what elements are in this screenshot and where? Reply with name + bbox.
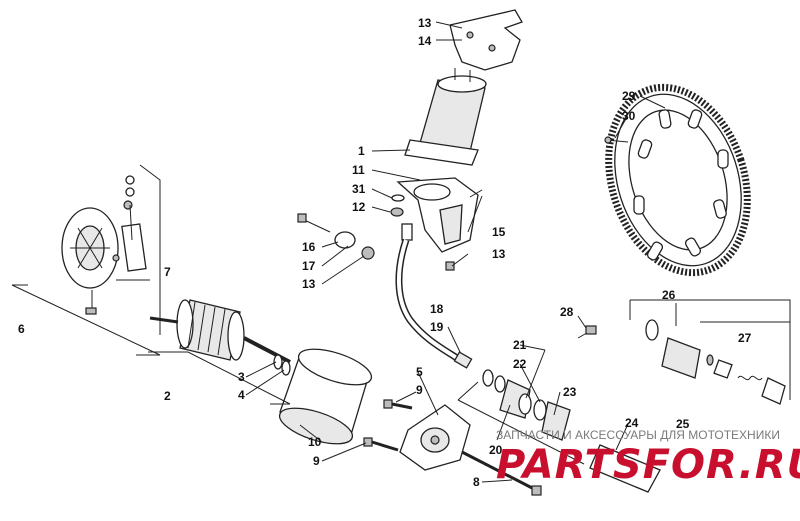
callout-21: 21 <box>513 338 527 352</box>
callout-1: 1 <box>358 144 365 158</box>
callout-29: 29 <box>622 89 636 103</box>
washer-31 <box>391 194 405 202</box>
group-lines <box>11 164 791 465</box>
armature <box>149 299 291 364</box>
callout-27: 27 <box>738 331 752 345</box>
callout-18: 18 <box>430 302 444 316</box>
callout-25: 25 <box>676 417 690 431</box>
washer-4 <box>281 360 291 376</box>
callout-labels: 13 14 1 11 31 12 15 13 16 17 13 18 19 28… <box>18 16 752 489</box>
callout-26: 26 <box>662 288 676 302</box>
callout-7: 7 <box>164 265 171 279</box>
leader-lines <box>116 21 677 483</box>
callout-3: 3 <box>238 370 245 384</box>
callout-13-top: 13 <box>418 16 432 30</box>
drive-assembly <box>645 319 786 405</box>
callout-24: 24 <box>625 416 639 430</box>
ring-gear <box>605 83 751 277</box>
drive-parts <box>482 325 661 493</box>
callout-31: 31 <box>352 182 366 196</box>
callout-8: 8 <box>473 475 480 489</box>
callout-14: 14 <box>418 34 432 48</box>
watermark-caption: ЗАПЧАСТИ И АКСЕССУАРЫ ДЛЯ МОТОТЕХНИКИ <box>496 428 780 442</box>
callout-9-lower: 9 <box>313 454 320 468</box>
starter-cable <box>395 223 473 369</box>
callout-2: 2 <box>164 389 171 403</box>
callout-6: 6 <box>18 322 25 336</box>
through-bolt-8 <box>461 450 542 496</box>
callout-23: 23 <box>563 385 577 399</box>
watermark: ЗАПЧАСТИ И АКСЕССУАРЫ ДЛЯ МОТОТЕХНИКИ PA… <box>496 428 800 488</box>
callout-13-right: 13 <box>492 247 506 261</box>
end-cover <box>399 404 471 471</box>
callout-22: 22 <box>513 357 527 371</box>
mount-plate <box>396 177 483 253</box>
nut-12 <box>390 207 404 217</box>
callout-12: 12 <box>352 200 366 214</box>
mount-bracket <box>449 9 523 71</box>
callout-11: 11 <box>352 163 365 177</box>
screw-9-lower <box>363 437 399 452</box>
callout-10: 10 <box>308 435 322 449</box>
washer-3 <box>273 354 283 370</box>
callout-15: 15 <box>492 225 506 239</box>
motor-housing <box>278 348 373 445</box>
starter-motor <box>404 68 487 166</box>
watermark-logo: PARTSFOR.RU <box>496 442 800 488</box>
nut-13 <box>445 261 455 271</box>
callout-13-left: 13 <box>302 277 316 291</box>
screw-30 <box>604 136 629 144</box>
callout-16: 16 <box>302 240 316 254</box>
callout-19: 19 <box>430 320 444 334</box>
cable-clamp <box>297 213 375 260</box>
callout-20: 20 <box>489 443 503 457</box>
brush-plate <box>61 175 147 315</box>
callout-28: 28 <box>560 305 574 319</box>
screw-9-upper <box>383 399 413 410</box>
callout-4: 4 <box>238 388 245 402</box>
callout-9-upper: 9 <box>416 383 423 397</box>
callout-17: 17 <box>302 259 316 273</box>
callout-30: 30 <box>622 109 636 123</box>
callout-5: 5 <box>416 365 423 379</box>
